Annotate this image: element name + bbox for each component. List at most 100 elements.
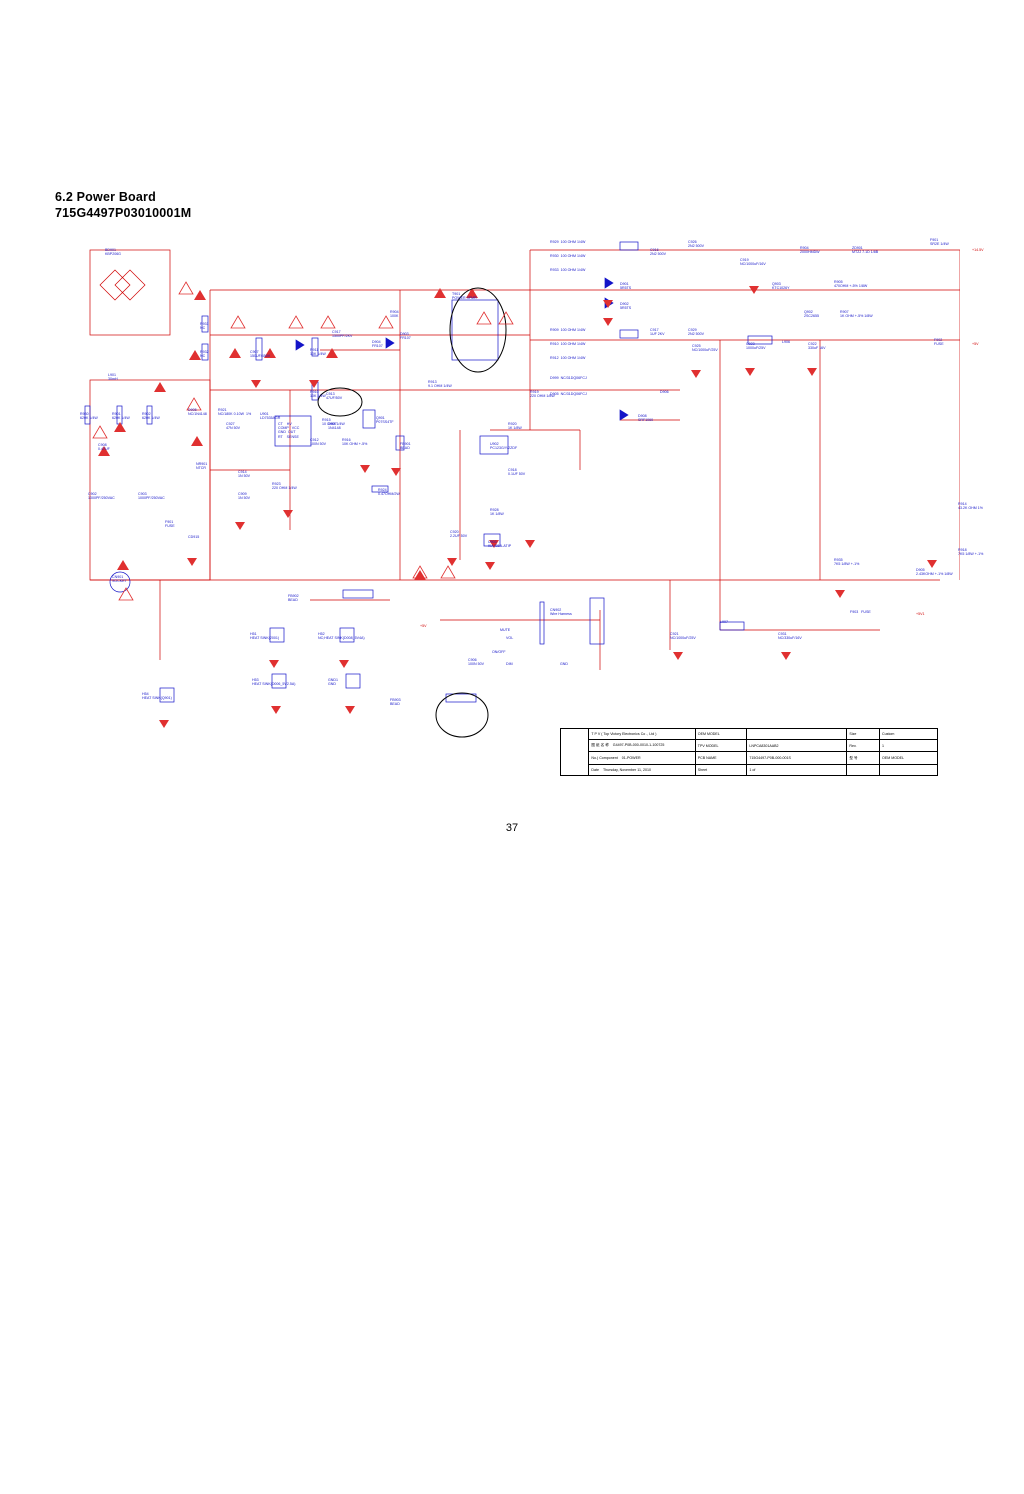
component-label: +5V <box>972 342 979 346</box>
component-label: Q901 P07SS4TF <box>376 416 394 425</box>
component-label: CN901 SOCKET <box>112 575 127 584</box>
table-row: 图 纸 名 称 G4497-P0B-000-0010-1-100725 TPV … <box>561 738 938 753</box>
component-label: R916 10K OHM +-5% <box>342 438 368 447</box>
date-value: Thursday, November 11, 2010 <box>602 768 651 773</box>
component-label: R915 10 OHM 1/4W <box>322 418 345 427</box>
component-label: R931 NC <box>200 322 209 331</box>
component-label: C902 1000PF/250VAC <box>88 492 115 501</box>
company-cell: T P V ( Top Victory Electronics Co ., Lt… <box>588 728 696 740</box>
date-label: Date <box>591 768 600 773</box>
component-label: C914 1N 50V <box>238 470 250 479</box>
blank-value <box>879 764 938 776</box>
component-label: D908 SRF1060 <box>638 414 654 423</box>
component-label: D903 FR107 <box>400 332 411 341</box>
component-label: D904 FR107 <box>372 340 383 349</box>
date-row: Date Thursday, November 11, 2010 <box>588 764 696 776</box>
tpv-model-value: LNPCA8301AAB2 <box>746 738 848 753</box>
component-label: R930 100 OHM 1/4W <box>550 254 586 258</box>
table-row: T P V ( Top Victory Electronics Co ., Lt… <box>559 728 938 776</box>
component-label: C920 2.2UF 50V <box>450 530 468 539</box>
component-label: R933 100 OHM 1/4W <box>550 268 586 272</box>
component-label: VOL <box>506 636 514 640</box>
component-label: D905 NC/1N4148 <box>188 408 207 417</box>
component-label: R928 1K 1/8W <box>490 508 504 517</box>
sheet-value: 1 of <box>746 764 848 776</box>
drawing-name-row: 图 纸 名 称 G4497-P0B-000-0010-1-100725 <box>588 738 696 753</box>
component-label: C931 NC/330uF/16V <box>778 632 802 641</box>
tpv-model-label: TPV MODEL <box>694 738 748 753</box>
component-label: T901 POWER XFMR <box>452 292 477 301</box>
title-block-table: T P V ( Top Victory Electronics Co ., Lt… <box>559 728 938 776</box>
size-label: Size <box>846 728 881 740</box>
component-label: R911 10K 1/4W <box>310 348 326 357</box>
component-label: C927 47N 50V <box>226 422 240 431</box>
component-label: FB901 BEAD <box>400 442 411 451</box>
component-label: +5V <box>420 624 427 628</box>
component-label: F901 FUSE <box>165 520 175 529</box>
component-label: C925 NC/1000uF/25V <box>692 344 718 353</box>
schematic-drawing <box>84 241 960 738</box>
component-label: D907 1N4148 <box>328 422 341 431</box>
component-label: U901 LD7535AGR <box>260 412 281 421</box>
component-label: R919 220 OHM 1/8W <box>530 390 555 399</box>
pcb-name-label: PCB NAME <box>694 751 748 766</box>
component-label: H51 HEAT SINK(2001) <box>250 632 280 641</box>
component-label: GND <box>560 662 568 666</box>
oem-model-label: OEM MODEL <box>694 728 748 740</box>
component-label: D999 NC/31DQ06FCJ <box>550 376 587 380</box>
component-label: R924 0.47OHM/2W <box>378 488 400 497</box>
component-label: ON/OFF <box>492 650 506 654</box>
component-label: L906 <box>782 340 790 344</box>
component-label: R918 7K5 1/8W +-1% <box>958 548 984 557</box>
component-row: No.) Component 01-POWER <box>588 751 696 766</box>
component-label: R910 10K 1/4W <box>310 390 326 399</box>
component-label: D905 NC/31DQ06FCJ <box>550 392 587 396</box>
component-label: C926 2N2 500V <box>688 240 704 249</box>
component-label: R902 620K 1/4W <box>142 412 160 421</box>
power-board-schematic: BD901 KBP206G L901 30mH R930 620K 1/4W R901… <box>60 230 984 790</box>
component-label: C917 1500PF/2KV <box>332 330 353 339</box>
component-label: L901 30mH <box>108 373 118 382</box>
component-label: Q902 2SC2655 <box>804 310 819 319</box>
blank-label <box>846 764 881 776</box>
tpv-logo-cell <box>559 728 590 776</box>
component-label: R909 100 OHM 1/4W <box>550 328 586 332</box>
component-label: D906 <box>660 390 669 394</box>
drawing-name-label: 图 纸 名 称 <box>591 743 609 748</box>
component-label: C912 100N 50V <box>310 438 326 447</box>
component-label: C909 1N 50V <box>238 492 250 501</box>
component-label: R901 620K 1/4W <box>112 412 130 421</box>
rev-value: 1 <box>879 738 938 753</box>
component-label: R912 100 OHM 1/4W <box>550 356 586 360</box>
component-label: F901 SR2E 1/4W <box>930 238 949 247</box>
schematic-page: 6.2 Power Board 715G4497P03010001M <box>55 190 984 834</box>
component-label: R910 100 OHM 1/4W <box>550 342 586 346</box>
component-label: R923 220 OHM 1/4W <box>272 482 297 491</box>
page-number: 37 <box>505 822 519 834</box>
component-label: L907 <box>720 620 728 624</box>
drawing-name-value: G4497-P0B-000-0010-1-100725 <box>612 743 665 748</box>
component-label: CD915 <box>188 535 200 539</box>
component-label: D901 5R5TS <box>620 282 632 291</box>
component-label: NR901 NTCR <box>196 462 208 471</box>
component-label: C903 1000PF/250VAC <box>138 492 165 501</box>
component-label: CT HV COMP VCC GND OUT RT SENSE <box>278 422 300 439</box>
page-title: 6.2 Power Board <box>55 190 156 204</box>
component-label: CN902 Wire Harness <box>550 608 572 617</box>
component-label: D902 5R5TS <box>620 302 632 311</box>
component-label: C919 NC/1000uF/16V <box>740 258 766 267</box>
component-label: R914 43.2K OHM 1% <box>958 502 983 511</box>
component-label: R929 100 OHM 1/4W <box>550 240 586 244</box>
component-label: F902 FUSE <box>934 338 944 347</box>
component-label: FB903 BEAD <box>390 698 401 707</box>
component-label: +5V1 <box>916 612 925 616</box>
page-subtitle: 715G4497P03010001M <box>55 206 192 220</box>
component-label: H54 HEAT SINK(Q901) <box>142 692 172 701</box>
component-label: BD901 KBP206G <box>105 248 121 257</box>
pcb-name-value: 715G4497-P0B-000-001S <box>746 751 848 766</box>
component-label: D905 2.43KOHM +-1% 1/8W <box>916 568 953 577</box>
component-label: R904 100K <box>390 310 399 319</box>
component-label: C922 330uF 16V <box>808 342 826 351</box>
component-label: R930 620K 1/4W <box>80 412 98 421</box>
component-value: 01-POWER <box>621 756 641 761</box>
